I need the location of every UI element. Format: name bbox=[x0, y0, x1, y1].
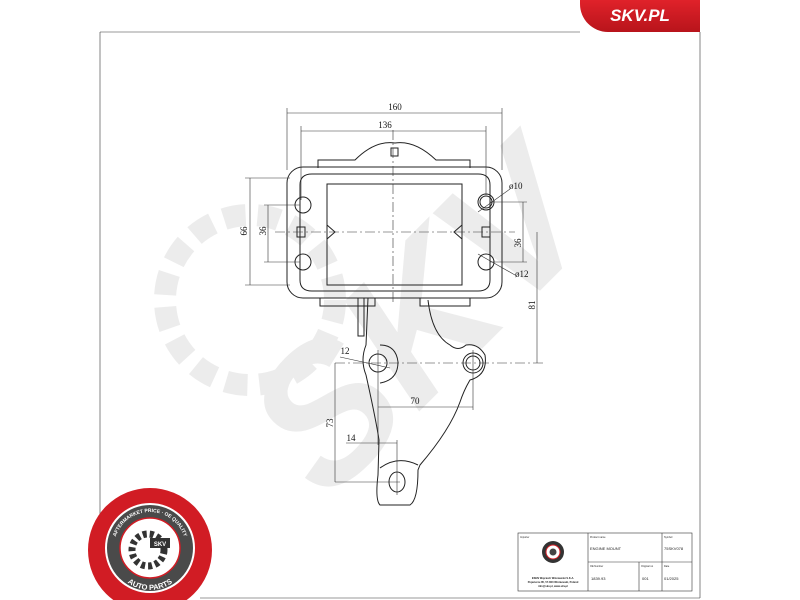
dim-81: 81 bbox=[527, 301, 537, 310]
title-block: Importer ESEN Wojciech Wiśniewski S.K.A.… bbox=[517, 532, 693, 592]
symbol-value: 75SKV078 bbox=[664, 546, 684, 551]
brand-badge[interactable]: SKV.PL bbox=[580, 0, 700, 32]
product-name: ENGINE MOUNT bbox=[590, 546, 622, 551]
bracket bbox=[335, 297, 545, 506]
importer-line: info@skv.pl, www.skv.pl bbox=[538, 584, 568, 588]
drawing-frame bbox=[99, 31, 701, 599]
dim-70: 70 bbox=[411, 396, 421, 406]
oe-number-label: OE Number bbox=[590, 565, 603, 568]
product-name-label: Product name bbox=[590, 536, 606, 539]
symbol-label: Symbol bbox=[664, 536, 673, 539]
dim-136: 136 bbox=[378, 120, 392, 130]
dim-diameter-10: ø10 bbox=[509, 181, 523, 191]
original-no-label: Original no bbox=[641, 565, 654, 568]
logo-center-text: SKV bbox=[154, 542, 166, 548]
dim-diameter-12: ø12 bbox=[515, 269, 529, 279]
dim-160: 160 bbox=[388, 102, 402, 112]
dimension-lines bbox=[245, 108, 538, 483]
dimension-labels: 160 136 66 36 36 ø10 ø12 81 12 70 73 14 bbox=[239, 102, 537, 443]
dim-12: 12 bbox=[341, 346, 350, 356]
dim-36-left: 36 bbox=[258, 226, 268, 236]
watermark: SKV bbox=[154, 97, 642, 533]
skv-logo: SKV AFTERMARKET PRICE · OE QUALITY AUTO … bbox=[88, 488, 212, 600]
dim-14: 14 bbox=[347, 433, 357, 443]
watermark-text: SKV bbox=[206, 97, 642, 533]
importer-line: ESEN Wojciech Wiśniewski S.K.A. bbox=[532, 576, 574, 580]
importer-label: Importer bbox=[520, 536, 529, 539]
date-value: 01/2025 bbox=[664, 576, 679, 581]
original-no: 001 bbox=[642, 576, 649, 581]
dim-73: 73 bbox=[325, 418, 335, 428]
date-label: Date bbox=[664, 565, 670, 568]
oe-number: 1839.93 bbox=[591, 576, 606, 581]
dim-36-right: 36 bbox=[513, 238, 523, 248]
importer-line: Pojezierze 85, 57-800 Wiśniewski, Poland bbox=[528, 580, 579, 584]
engine-mount-body bbox=[275, 130, 515, 307]
dim-66: 66 bbox=[239, 226, 249, 236]
